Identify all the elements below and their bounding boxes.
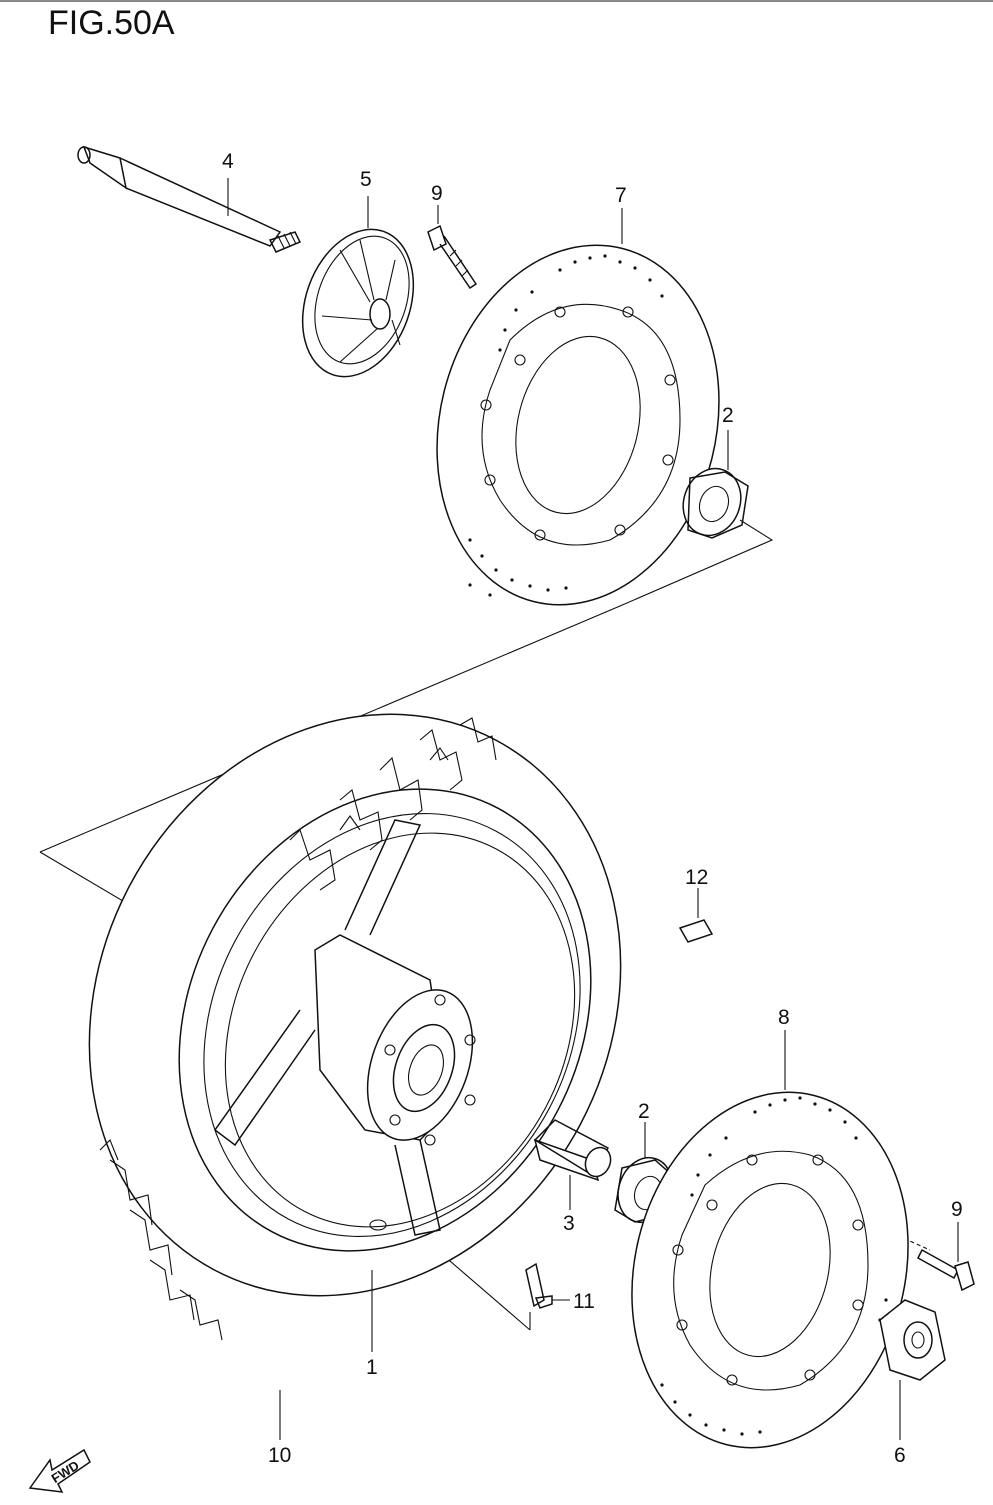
callout-part-9-top: 9 — [431, 182, 443, 205]
callout-part-9-lower: 9 — [951, 1198, 963, 1221]
hub-bolt-holes — [384, 994, 476, 1146]
wheel-plate-drawing — [301, 196, 415, 378]
callout-part-2-upper: 2 — [722, 404, 734, 427]
disc-lower-perforations — [660, 1096, 888, 1436]
callout-part-11: 11 — [573, 1290, 595, 1313]
callout-part-3: 3 — [563, 1212, 575, 1235]
balance-weight-drawing — [678, 888, 714, 943]
part-number-labels: 4 5 9 7 2 12 8 2 9 3 11 6 1 10 — [222, 150, 963, 1467]
forward-direction-arrow: FWD — [28, 1448, 91, 1493]
callout-part-12: 12 — [685, 866, 708, 889]
callout-part-4: 4 — [222, 150, 234, 173]
tire-tread-upper — [289, 717, 497, 891]
bearing-upper-drawing — [682, 430, 749, 539]
tire-tread-lower — [99, 1139, 223, 1341]
spacer-drawing — [533, 1119, 612, 1210]
callout-part-1: 1 — [366, 1356, 378, 1379]
bolt-lower-drawing — [917, 1222, 975, 1292]
callout-part-8: 8 — [778, 1006, 790, 1029]
tire-and-wheel-drawing — [88, 713, 622, 1440]
collar-drawing — [879, 1299, 946, 1440]
callout-part-5: 5 — [360, 168, 372, 191]
callout-part-10: 10 — [268, 1444, 291, 1467]
disc-lower-holes — [672, 1154, 864, 1386]
disc-upper-holes — [480, 306, 676, 541]
bolt-top-drawing — [427, 205, 478, 290]
figure-title: FIG.50A — [48, 4, 175, 42]
disc-upper-perforations — [468, 254, 664, 597]
brake-disc-upper-drawing — [436, 208, 720, 606]
brake-disc-lower-drawing — [631, 1030, 909, 1449]
callout-part-6: 6 — [894, 1444, 906, 1467]
axle-drawing — [77, 145, 302, 253]
callout-part-7: 7 — [615, 184, 627, 207]
valve-drawing — [525, 1262, 570, 1309]
callout-part-2-lower: 2 — [638, 1100, 650, 1123]
